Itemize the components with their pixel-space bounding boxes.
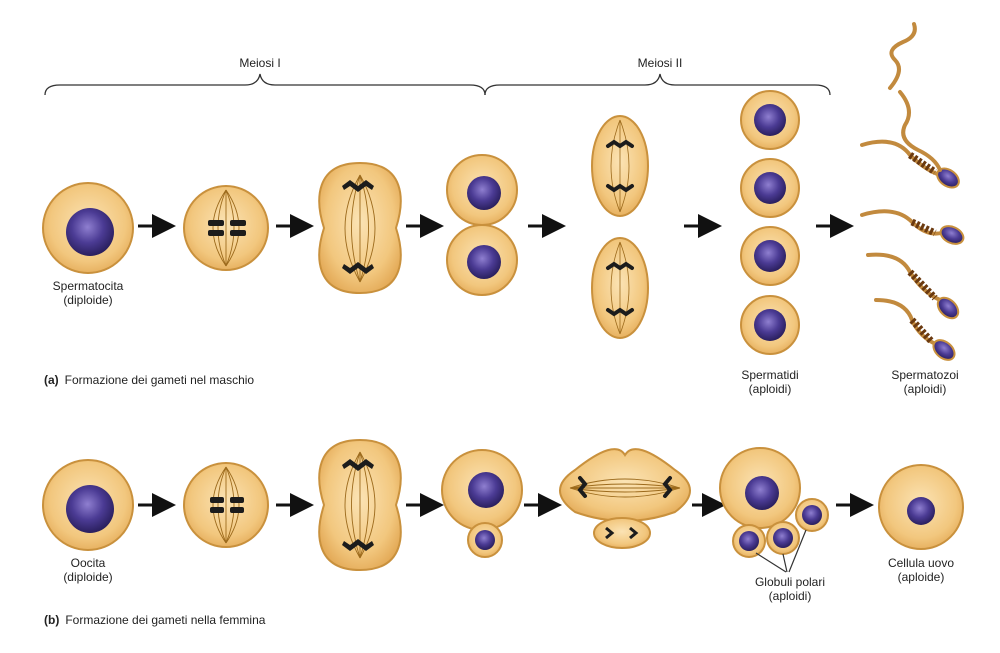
oocyte-cell [42, 459, 134, 551]
meiosis-2-label: Meiosi II [637, 56, 683, 70]
secondary-oocyte-with-polar-body [441, 449, 523, 558]
meiosis-2-cell-female [559, 448, 691, 549]
meiosis-2-cells-male [591, 115, 649, 339]
egg-cell [878, 464, 964, 550]
sperm-3 [860, 209, 965, 245]
spermatids [740, 90, 800, 355]
metaphase-1-cell-female [183, 462, 269, 548]
polar-bodies-label: Globuli polari(aploidi) [754, 575, 826, 603]
spermatozoa-label: Spermatozoi(aploidi) [891, 368, 959, 396]
chromosomes-metaphase-1 [208, 220, 246, 236]
meiosis-brackets [44, 73, 831, 96]
spermatocyte-cell [42, 182, 134, 274]
male-row [42, 22, 965, 361]
anaphase-1-cell-female [318, 438, 402, 572]
spermatocyte-nucleus [66, 208, 114, 256]
oocyte-nucleus [66, 485, 114, 533]
metaphase-1-cell-male [183, 185, 269, 271]
male-caption: (a)Formazione dei gameti nel maschio [44, 373, 255, 387]
sperm-5 [874, 298, 956, 361]
spermatozoa [860, 22, 965, 361]
anaphase-1-cell-male [318, 161, 402, 295]
meiosis-1-label: Meiosi I [239, 56, 281, 70]
telophase-1-cells-male [446, 154, 518, 296]
ootid-with-polar-bodies [719, 447, 829, 573]
meiosis-2-bracket [484, 73, 831, 96]
meiosis-1-bracket [44, 73, 486, 96]
sperm-4 [866, 252, 960, 320]
polar-bodies [732, 498, 829, 558]
female-row [42, 438, 964, 573]
spermatocyte-label: Spermatocita(diploide) [52, 279, 124, 307]
egg-cell-label: Cellula uovo(aploide) [887, 556, 955, 584]
polar-body-leader-lines [755, 529, 807, 573]
sperm-2 [898, 90, 942, 172]
spermatids-label: Spermatidi(aploidi) [741, 368, 799, 396]
sperm-1 [860, 22, 960, 189]
oocyte-label: Oocita(diploide) [63, 556, 113, 584]
female-caption: (b)Formazione dei gameti nella femmina [44, 613, 266, 627]
